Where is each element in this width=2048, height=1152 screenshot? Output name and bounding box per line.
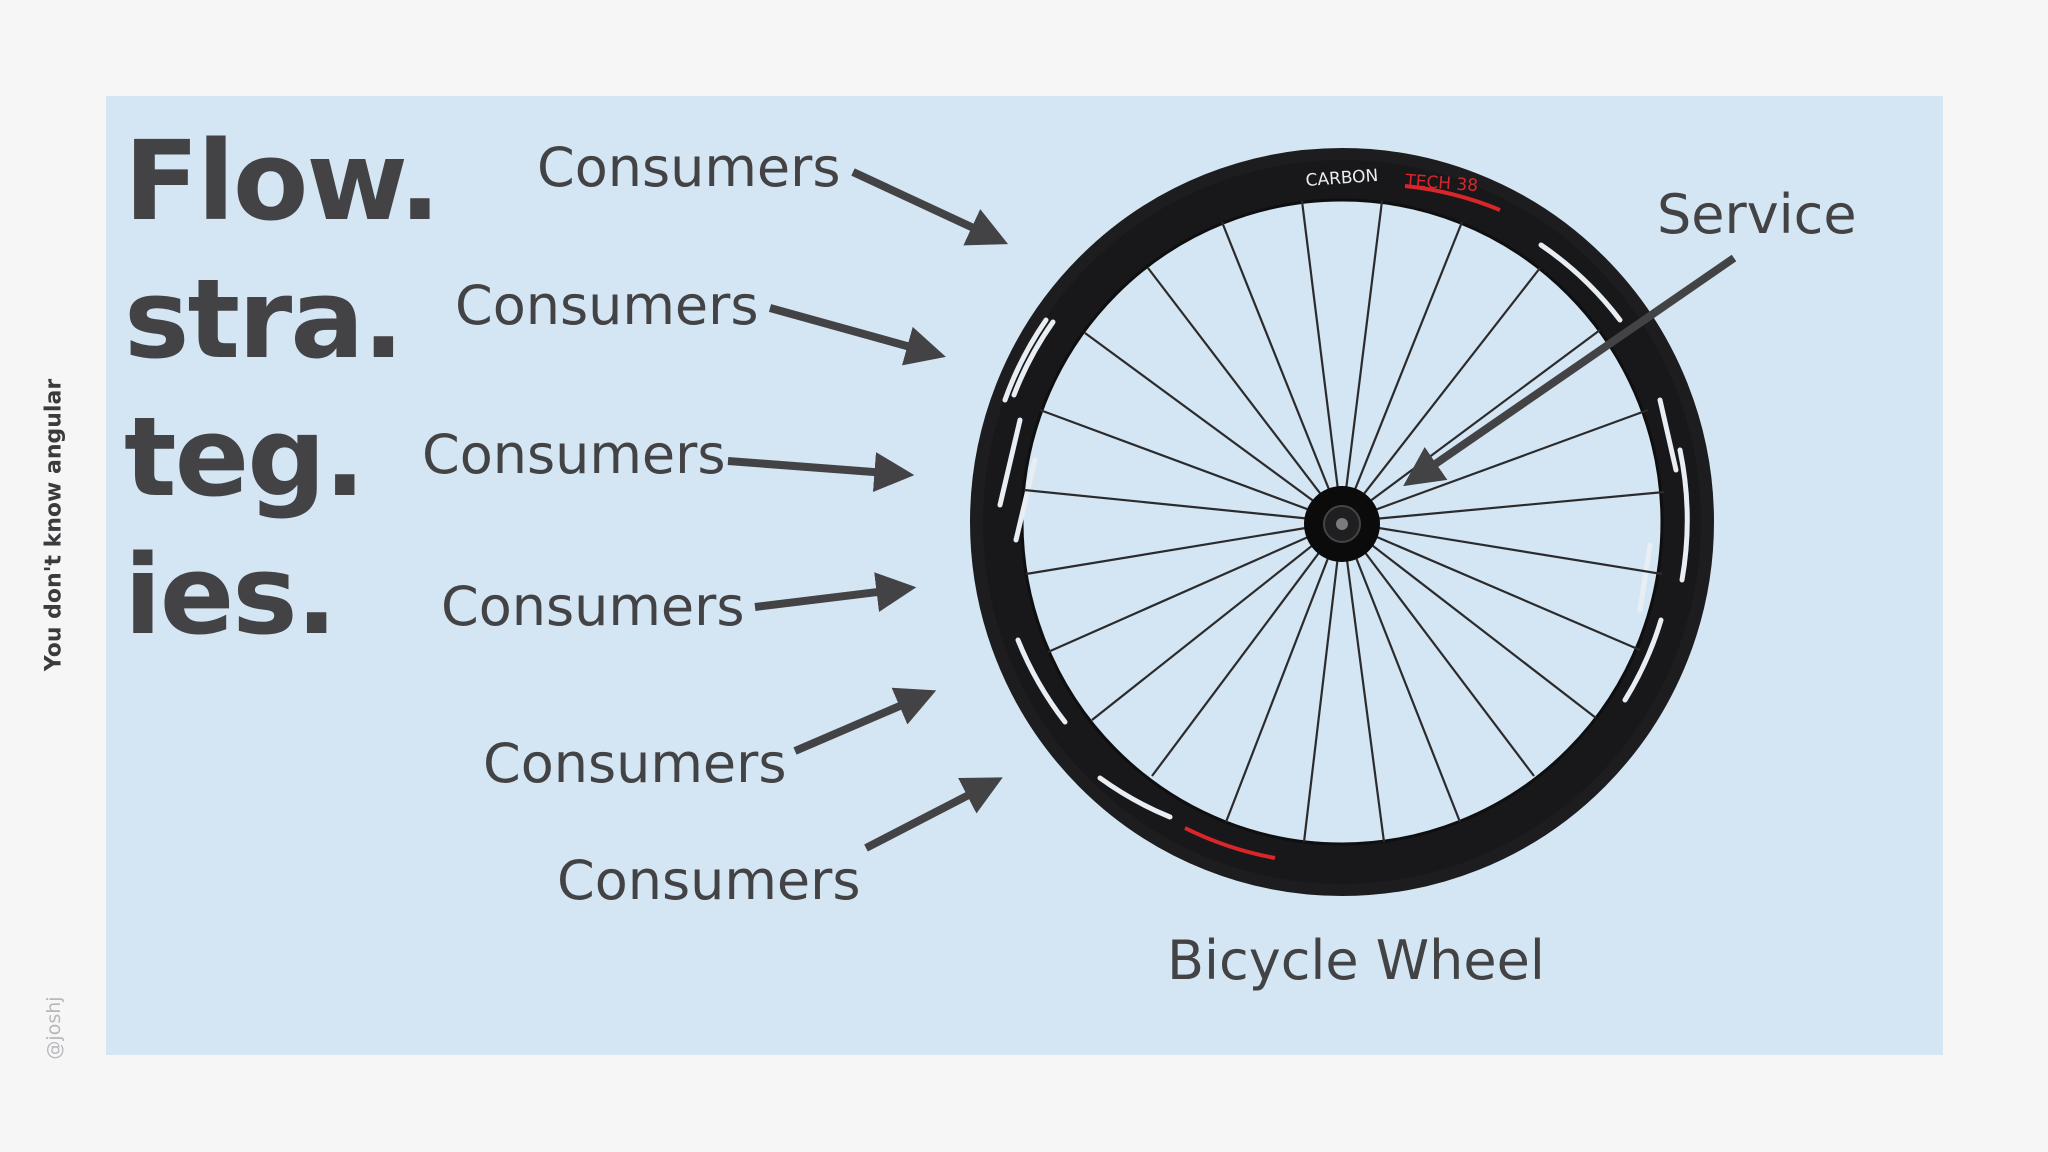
consumer-arrow-4 bbox=[754, 572, 917, 612]
rim bbox=[983, 160, 1701, 884]
consumer-label-4: Consumers bbox=[441, 575, 745, 638]
rim-decal-red bbox=[1184, 184, 1501, 860]
title-line-2: stra. bbox=[124, 255, 404, 383]
spokes bbox=[1023, 200, 1665, 843]
rim-decals bbox=[997, 242, 1690, 820]
wheel-caption: Bicycle Wheel bbox=[1167, 929, 1545, 992]
consumer-label-1: Consumers bbox=[537, 136, 841, 199]
slide-title: Flow. stra. teg. ies. bbox=[124, 112, 441, 664]
consumer-label-3: Consumers bbox=[422, 423, 726, 486]
consumer-arrow-2 bbox=[768, 304, 946, 366]
service-label: Service bbox=[1657, 183, 1857, 246]
consumer-arrow-5 bbox=[793, 687, 937, 755]
consumer-arrow-3 bbox=[727, 452, 915, 493]
consumer-arrows bbox=[727, 168, 1009, 852]
title-line-3: teg. bbox=[124, 393, 366, 521]
consumer-arrow-1 bbox=[851, 168, 1009, 246]
title-line-1: Flow. bbox=[124, 117, 441, 245]
consumer-label-2: Consumers bbox=[455, 274, 759, 337]
service-arrow bbox=[1403, 254, 1737, 487]
title-line-4: ies. bbox=[124, 531, 338, 659]
consumer-label-5: Consumers bbox=[483, 732, 787, 795]
consumer-arrow-6 bbox=[864, 777, 1003, 852]
bicycle-wheel-image: CARBON TECH 38 bbox=[970, 148, 1714, 896]
tire bbox=[970, 148, 1714, 896]
consumer-label-6: Consumers bbox=[557, 849, 861, 912]
